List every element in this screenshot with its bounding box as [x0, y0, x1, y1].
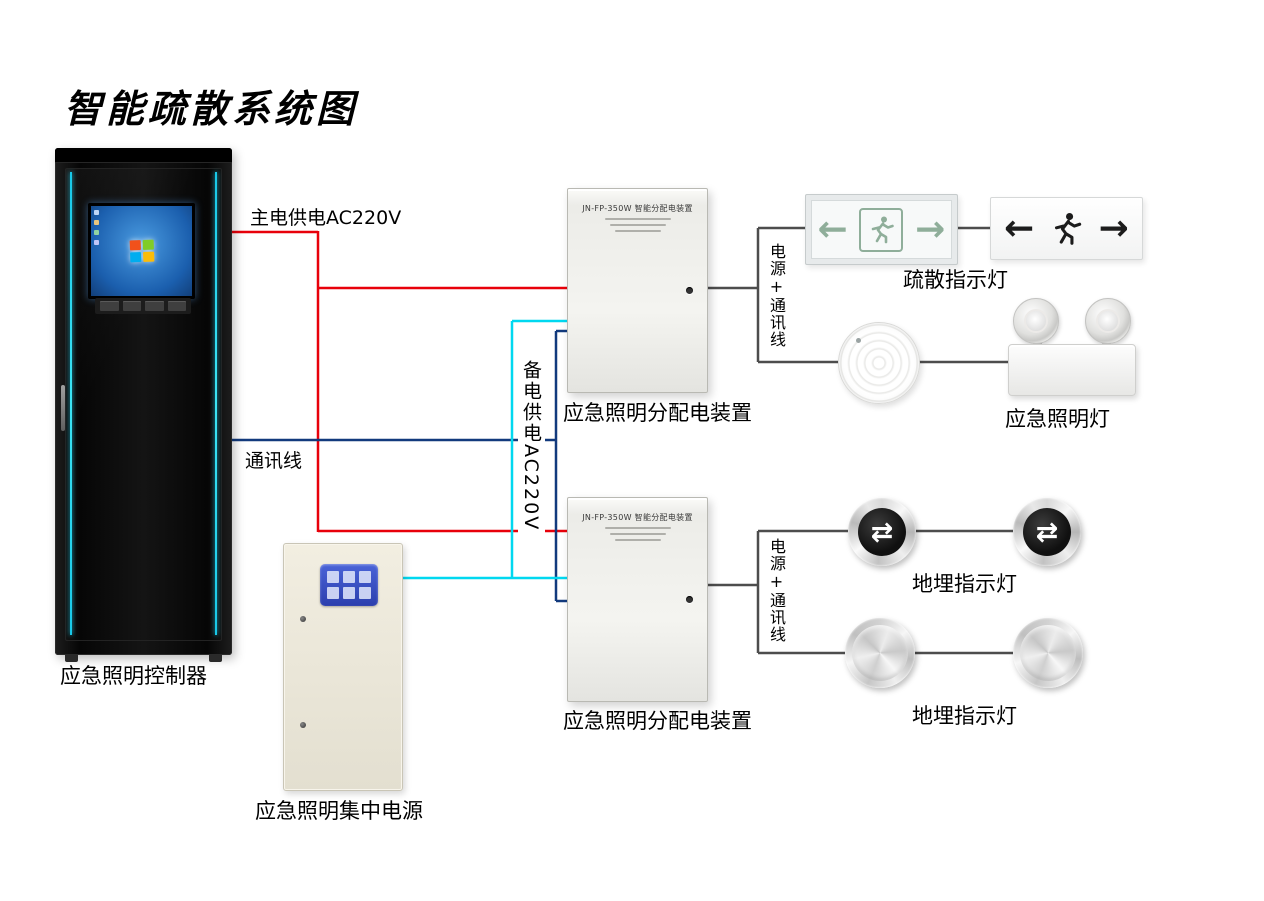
- diagram-title: 智能疏散系统图: [64, 87, 359, 131]
- display-segment: [327, 587, 339, 599]
- keyhole-icon: [300, 616, 306, 622]
- indicator-dot-icon: [856, 338, 861, 343]
- cabinet-foot: [65, 655, 78, 662]
- backup-power-wire-label: 备电供电AC220V: [518, 358, 545, 534]
- ground-light-dome: [1013, 618, 1083, 688]
- display-segment: [343, 587, 355, 599]
- distribution-box-bottom-label: 应急照明分配电装置: [563, 709, 752, 733]
- spec-line: [604, 218, 671, 220]
- display-segment: [343, 571, 355, 583]
- running-man-icon: [1055, 212, 1082, 245]
- dome-face: [1020, 625, 1076, 681]
- comm-wire-label: 通讯线: [245, 450, 303, 472]
- windows-logo-icon: [129, 239, 154, 263]
- arrow-right-icon: →: [1098, 207, 1129, 249]
- lamp-lens: [1024, 309, 1048, 333]
- double-arrow-icon: ⇄: [858, 508, 906, 556]
- running-man-frame: [859, 207, 904, 252]
- ground-light-arrow: ⇄: [848, 498, 916, 566]
- ground-light-bottom-label: 地埋指示灯: [912, 704, 1017, 728]
- distribution-box-top: JN-FP-350W 智能分配电装置: [567, 188, 708, 393]
- power-comm-label-top: 电源+通讯线: [767, 243, 786, 348]
- display-segment: [327, 571, 339, 583]
- central-power-unit: [283, 543, 403, 791]
- exit-sign-label: 疏散指示灯: [903, 268, 1008, 292]
- distribution-box-model: JN-FP-350W 智能分配电装置: [582, 204, 693, 213]
- running-man-icon: [872, 216, 895, 243]
- distribution-box-bottom: JN-FP-350W 智能分配电装置: [567, 497, 708, 702]
- keyhole-icon: [300, 722, 306, 728]
- spec-line: [604, 527, 671, 529]
- arrow-left-icon: ←: [1004, 207, 1035, 249]
- twin-head-emergency-light: [1008, 298, 1136, 396]
- ceiling-emergency-light: [838, 322, 920, 404]
- double-arrow-icon: ⇄: [1023, 508, 1071, 556]
- distribution-box-top-label: 应急照明分配电装置: [563, 401, 752, 425]
- display-segment: [359, 587, 371, 599]
- controller-label: 应急照明控制器: [60, 664, 207, 688]
- power-display-panel: [320, 564, 378, 606]
- distribution-box-model: JN-FP-350W 智能分配电装置: [582, 513, 693, 522]
- exit-sign-black: ← →: [990, 197, 1143, 260]
- central-power-label: 应急照明集中电源: [255, 799, 423, 823]
- cabinet-top-panel: [55, 148, 232, 163]
- panel-key: [167, 301, 186, 311]
- lamp-head-icon: [1085, 298, 1131, 344]
- ground-light-dome: [845, 618, 915, 688]
- arrow-left-icon: ←: [817, 208, 848, 250]
- spec-line: [609, 533, 666, 535]
- power-comm-label-bottom: 电源+通讯线: [767, 538, 786, 643]
- ground-light-top-label: 地埋指示灯: [912, 572, 1017, 596]
- controller-screen: [88, 203, 195, 299]
- panel-key: [122, 301, 141, 311]
- lamp-lens: [1096, 309, 1120, 333]
- control-key-panel: [95, 298, 191, 314]
- panel-key: [100, 301, 119, 311]
- lamp-head-icon: [1013, 298, 1059, 344]
- controller-cabinet: [55, 148, 232, 662]
- spec-line: [609, 224, 666, 226]
- led-strip-right: [215, 172, 217, 635]
- spec-line: [614, 230, 661, 232]
- arrow-right-icon: →: [915, 208, 946, 250]
- display-segment: [359, 571, 371, 583]
- cabinet-foot: [209, 655, 222, 662]
- main-power-wire-label: 主电供电AC220V: [250, 207, 402, 229]
- exit-sign-green: ← →: [805, 194, 958, 265]
- emergency-light-label: 应急照明灯: [1005, 407, 1110, 431]
- ground-light-arrow: ⇄: [1013, 498, 1081, 566]
- panel-key: [145, 301, 164, 311]
- spec-line: [614, 539, 661, 541]
- desktop-icons: [94, 210, 99, 245]
- door-handle-icon: [61, 385, 65, 431]
- lamp-body: [1008, 344, 1136, 396]
- dome-face: [852, 625, 908, 681]
- lock-icon: [686, 286, 693, 294]
- led-strip-left: [70, 172, 72, 635]
- lock-icon: [686, 595, 693, 603]
